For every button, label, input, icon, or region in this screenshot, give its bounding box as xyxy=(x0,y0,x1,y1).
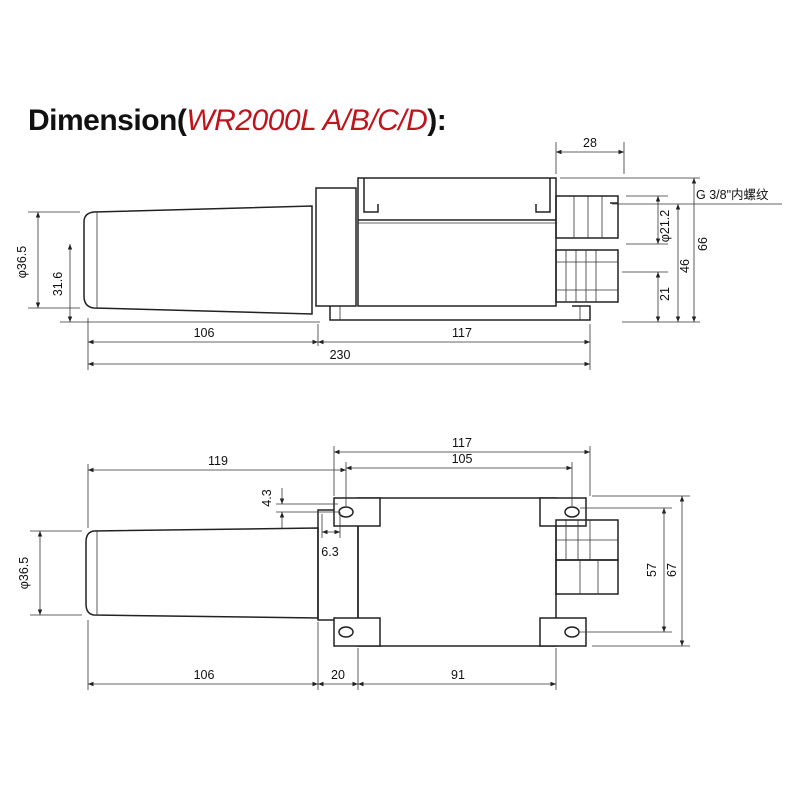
top-mount-ear-bl xyxy=(333,617,381,647)
side-view: φ36.5 31.6 106 117 230 28 G 3/8"内螺纹 xyxy=(15,136,782,370)
top-dim-box-body: 91 xyxy=(451,668,465,682)
top-dim-43: 4.3 xyxy=(260,489,274,506)
side-collar xyxy=(315,187,357,307)
side-base-flange xyxy=(329,305,591,321)
top-mount-hole-tl xyxy=(338,506,354,518)
side-lid-clip-right xyxy=(535,178,551,213)
top-dim-hole-pitch-y: 57 xyxy=(645,563,659,577)
side-dim-box-length: 117 xyxy=(452,326,472,340)
top-mount-hole-bl xyxy=(338,626,354,638)
top-dim-63: 6.3 xyxy=(321,545,338,559)
title-suffix: ): xyxy=(427,104,447,137)
top-dim-box-width: 67 xyxy=(665,563,679,577)
side-dim-overall-length: 230 xyxy=(330,348,351,362)
top-mount-ear-br xyxy=(539,617,587,647)
side-air-nozzle xyxy=(555,195,619,239)
top-dim-box-length: 117 xyxy=(452,436,472,450)
top-junction-box xyxy=(357,497,557,647)
top-dim-hole-pitch-x: 105 xyxy=(452,452,473,466)
top-dim-tube-to-hole: 119 xyxy=(208,454,228,468)
top-dim-flange: 20 xyxy=(331,668,345,682)
drawing-title: Dimension(WR2000L A/B/C/D): xyxy=(28,104,447,138)
top-mount-hole-tr xyxy=(564,506,580,518)
side-junction-box xyxy=(357,177,557,307)
top-air-nozzle xyxy=(555,559,619,595)
top-view: φ36.5 119 117 105 4.3 6.3 xyxy=(17,436,690,690)
side-dim-nozzle-length: 28 xyxy=(583,136,597,150)
side-dim-nozzle-dia: φ21.2 xyxy=(658,210,672,242)
side-thread-note: G 3/8"内螺纹 xyxy=(696,188,769,202)
title-prefix: Dimension( xyxy=(28,104,187,137)
top-dim-tube-dia: φ36.5 xyxy=(17,557,31,589)
side-dim-nozzle-height: 46 xyxy=(678,259,692,273)
top-dim-tube-length: 106 xyxy=(194,668,215,682)
side-dim-tube-length: 106 xyxy=(194,326,215,340)
side-cable-gland xyxy=(555,249,619,303)
top-heater-tube xyxy=(85,527,319,619)
side-lid-clip-left xyxy=(363,178,379,213)
title-model: WR2000L A/B/C/D xyxy=(186,104,428,137)
side-dim-tube-dia: φ36.5 xyxy=(15,246,29,278)
side-heater-tube xyxy=(83,205,313,315)
side-dim-total-height: 66 xyxy=(696,237,710,251)
top-mount-hole-br xyxy=(564,626,580,638)
side-dim-gland-height: 21 xyxy=(658,287,672,301)
side-dim-tube-height: 31.6 xyxy=(51,272,65,296)
top-mount-ear-tl xyxy=(333,497,381,527)
top-mount-ear-tr xyxy=(539,497,587,527)
